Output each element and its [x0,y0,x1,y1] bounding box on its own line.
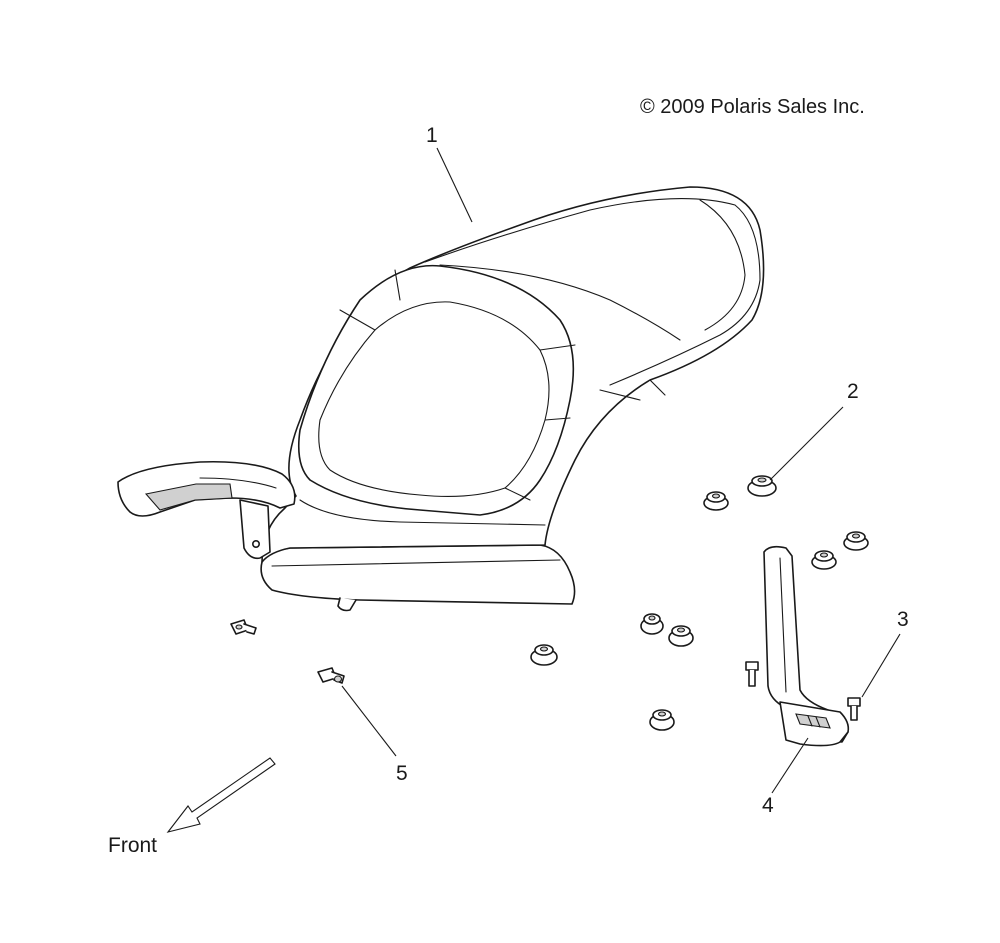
callout-4: 4 [762,794,774,817]
leader-line-1 [436,147,473,223]
bolt-icon [745,661,759,687]
callout-3: 3 [897,608,909,631]
leader-line-3 [861,633,901,698]
leader-line-4 [771,737,809,794]
grommet-group [530,475,869,731]
leader-line-5 [341,685,397,757]
grommet-icon [668,625,694,647]
screw-icon [317,667,345,684]
callout-1: 1 [426,124,438,147]
leader-line-2 [769,406,844,481]
grommet-icon [843,531,869,551]
grommet-icon [703,491,729,511]
callout-2: 2 [847,380,859,403]
grommet-icon [530,644,558,666]
seat [260,186,765,612]
callout-5: 5 [396,762,408,785]
grommet-icon [640,613,664,635]
grommet-icon [747,475,777,497]
screw-icon [230,619,257,635]
seat-front-handle [117,460,296,560]
grommet-icon [811,550,837,570]
copyright-text: © 2009 Polaris Sales Inc. [640,96,865,118]
grommet-icon [649,709,675,731]
front-label: Front [108,834,157,857]
front-arrow-icon [166,757,276,833]
bolt-icon [847,697,861,721]
seat-bracket [763,545,850,747]
